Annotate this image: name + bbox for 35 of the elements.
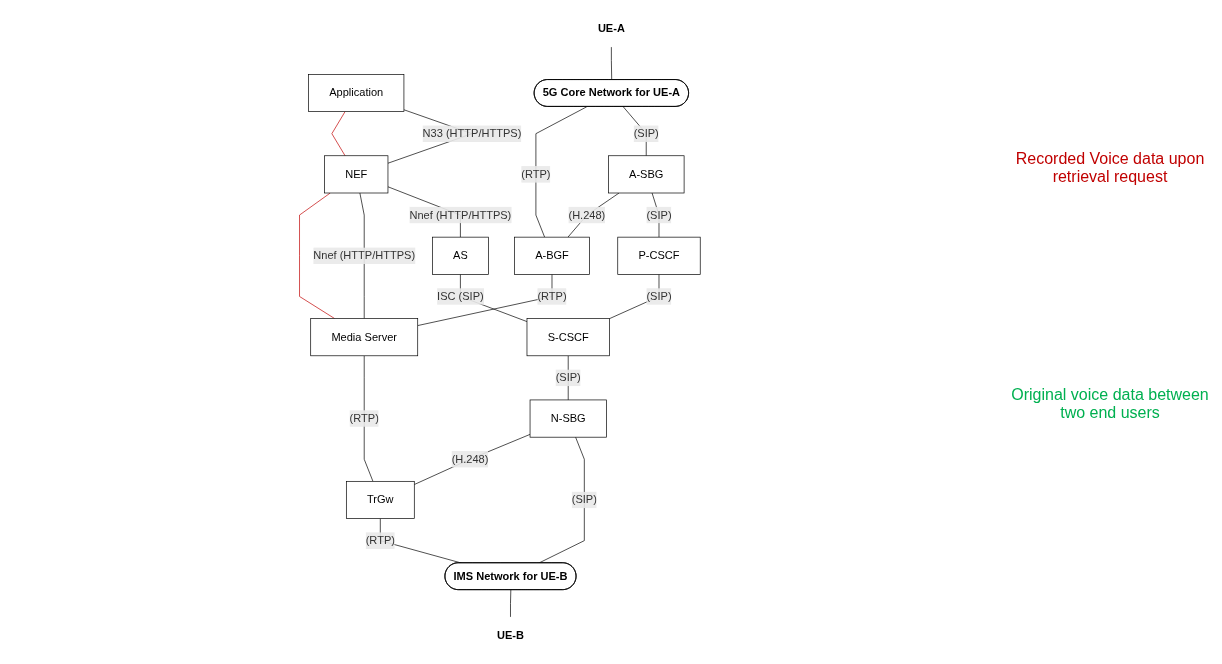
node-box: TrGw	[346, 481, 415, 519]
edge-label: (SIP)	[646, 290, 672, 302]
edge-label: (SIP)	[646, 208, 672, 221]
connector	[414, 434, 531, 485]
edge-label: Nnef (HTTP/HTTPS)	[313, 249, 416, 262]
edge-label: Nnef (HTTP/HTTPS)	[409, 208, 512, 221]
edge-label: (RTP)	[349, 412, 379, 425]
connector	[299, 192, 336, 319]
edge-label: ISC (SIP)	[437, 290, 484, 302]
connector	[567, 192, 620, 238]
note-text: Recorded Voice data upon retrieval request	[1014, 150, 1206, 186]
node-box: A-BGF	[514, 236, 591, 275]
edge-label: (H.248)	[568, 208, 606, 221]
node-box: N-SBG	[529, 399, 607, 438]
edge-label: (RTP)	[365, 534, 396, 547]
node-box: Media Server	[310, 318, 419, 357]
edge-label: (SIP)	[633, 127, 659, 140]
node-box: S-CSCF	[526, 318, 610, 357]
edge-label: (RTP)	[537, 290, 567, 302]
edge-label: (SIP)	[555, 371, 581, 384]
note-text: Original voice data between two end users	[1010, 386, 1210, 422]
node-text: UE-B	[497, 629, 525, 642]
node-box: AS	[432, 236, 489, 275]
connector	[611, 46, 613, 81]
node-box: P-CSCF	[617, 236, 701, 275]
edge-label: (SIP)	[571, 493, 598, 506]
connector	[510, 589, 512, 618]
node-text: UE-A	[598, 21, 625, 34]
edge-label: (H.248)	[451, 453, 489, 465]
node-box: NEF	[324, 155, 389, 194]
node-box: A-SBG	[608, 155, 685, 194]
connector	[535, 106, 588, 238]
edge-label: (RTP)	[521, 168, 551, 180]
edge-label: N33 (HTTP/HTTPS)	[422, 127, 522, 140]
node-box: Application	[308, 74, 405, 112]
